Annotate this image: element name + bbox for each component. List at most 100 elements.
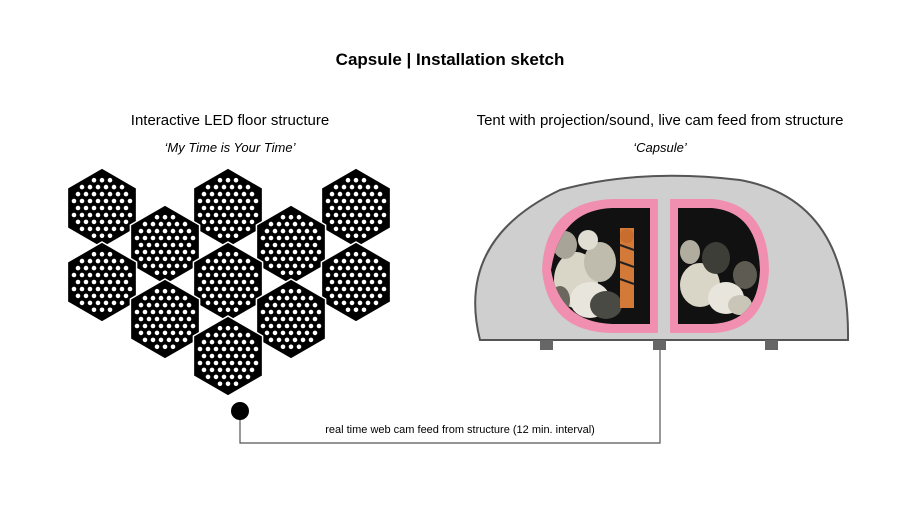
led-dot: [166, 235, 172, 241]
tent-foot-right: [765, 340, 778, 350]
led-dot: [162, 270, 168, 276]
led-dot: [217, 251, 223, 257]
led-dot: [233, 367, 239, 373]
led-dot: [272, 242, 278, 248]
led-dot: [316, 235, 322, 241]
led-dot: [107, 205, 113, 211]
led-dot: [233, 293, 239, 299]
led-dot: [79, 300, 85, 306]
led-dot: [225, 251, 231, 257]
led-dot: [205, 258, 211, 264]
led-dot: [229, 212, 235, 218]
led-dot: [217, 177, 223, 183]
tent: [474, 174, 850, 350]
led-dot: [182, 295, 188, 301]
led-dot: [197, 360, 203, 366]
led-dot: [296, 228, 302, 234]
led-dot: [245, 300, 251, 306]
led-dot: [83, 293, 89, 299]
led-dot: [260, 235, 266, 241]
led-dot: [377, 205, 383, 211]
led-dot: [268, 337, 274, 343]
led-dot: [296, 242, 302, 248]
led-dot: [353, 205, 359, 211]
led-dot: [233, 265, 239, 271]
led-dot: [75, 191, 81, 197]
led-dot: [154, 242, 160, 248]
led-dot: [166, 249, 172, 255]
led-dot: [264, 242, 270, 248]
led-dot: [190, 249, 196, 255]
led-dot: [296, 256, 302, 262]
led-dot: [341, 286, 347, 292]
led-dot: [300, 295, 306, 301]
led-dot: [229, 226, 235, 232]
led-dot: [365, 198, 371, 204]
led-dot: [245, 184, 251, 190]
led-dot: [280, 242, 286, 248]
led-hexagon-tile: [320, 167, 392, 249]
tent-body: [474, 174, 850, 341]
led-dot: [353, 219, 359, 225]
led-dot: [186, 242, 192, 248]
led-dot: [233, 251, 239, 257]
led-dot: [345, 307, 351, 313]
led-dot: [284, 263, 290, 269]
led-dot: [357, 184, 363, 190]
led-dot: [300, 221, 306, 227]
led-dot: [345, 191, 351, 197]
led-dot: [217, 191, 223, 197]
led-dot: [353, 191, 359, 197]
led-dot: [162, 344, 168, 350]
led-dot: [205, 184, 211, 190]
led-dot: [217, 353, 223, 359]
led-dot: [205, 332, 211, 338]
led-dot: [280, 302, 286, 308]
led-dot: [174, 337, 180, 343]
led-hexagon-tile: [66, 167, 138, 249]
led-dot: [99, 279, 105, 285]
led-dot: [233, 279, 239, 285]
led-dot: [229, 286, 235, 292]
led-dot: [245, 286, 251, 292]
led-dot: [284, 323, 290, 329]
led-dot: [288, 288, 294, 294]
led-dot: [329, 279, 335, 285]
led-dot: [79, 198, 85, 204]
led-dot: [233, 381, 239, 387]
led-dot: [288, 228, 294, 234]
led-dot: [280, 330, 286, 336]
led-dot: [107, 219, 113, 225]
led-dot: [107, 233, 113, 239]
tent-window-right: [670, 199, 769, 333]
led-dot: [127, 286, 133, 292]
led-dot: [280, 316, 286, 322]
led-dot: [111, 226, 117, 232]
led-dot: [79, 258, 85, 264]
led-dot: [225, 293, 231, 299]
led-hexagon-tile: [255, 278, 327, 360]
led-dot: [353, 177, 359, 183]
led-dot: [249, 339, 255, 345]
led-dot: [221, 374, 227, 380]
led-dot: [345, 293, 351, 299]
led-dot: [142, 337, 148, 343]
led-dot: [245, 374, 251, 380]
led-dot: [162, 288, 168, 294]
led-dot: [103, 198, 109, 204]
led-dot: [229, 198, 235, 204]
led-dot: [123, 219, 129, 225]
tent-heading: Tent with projection/sound, live cam fee…: [476, 112, 844, 129]
led-dot: [99, 205, 105, 211]
led-dot: [237, 332, 243, 338]
led-dot: [237, 258, 243, 264]
led-dot: [166, 221, 172, 227]
led-dot: [115, 219, 121, 225]
led-dot: [229, 272, 235, 278]
led-dot: [170, 256, 176, 262]
led-dot: [349, 212, 355, 218]
led-dot: [158, 337, 164, 343]
led-dot: [237, 184, 243, 190]
led-dot: [71, 272, 77, 278]
led-dot: [107, 293, 113, 299]
